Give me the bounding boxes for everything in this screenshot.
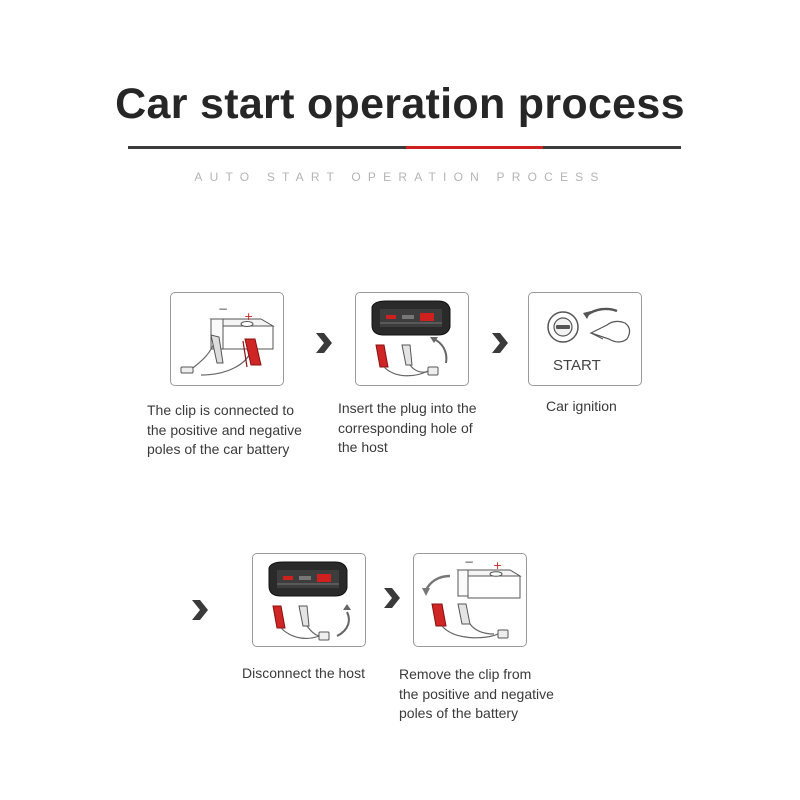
- next-arrow-icon: [316, 333, 332, 353]
- step-4-card: [252, 553, 366, 647]
- step-5-caption: Remove the clip from the positive and ne…: [399, 666, 554, 721]
- step-2-card: [355, 292, 469, 386]
- next-arrow-icon: [492, 333, 508, 353]
- jump-starter-unplug-icon: [268, 561, 351, 641]
- battery-clips-icon: + −: [180, 302, 275, 376]
- step-2-caption: Insert the plug into the corresponding h…: [338, 400, 477, 455]
- plus-sign-icon: +: [244, 310, 253, 323]
- minus-sign-icon: −: [218, 302, 228, 316]
- step-1-card: + −: [170, 292, 284, 386]
- next-arrow-icon: [384, 588, 400, 608]
- battery-remove-clips-icon: + −: [422, 555, 522, 639]
- title-divider-accent: [406, 146, 543, 149]
- minus-sign-icon: −: [464, 555, 474, 569]
- start-label: START: [553, 357, 601, 374]
- page-subtitle: AUTO START OPERATION PROCESS: [194, 170, 606, 184]
- plus-sign-icon: +: [493, 559, 502, 572]
- step-4-caption: Disconnect the host: [242, 665, 365, 681]
- step-5-card: + −: [413, 553, 527, 647]
- step-3-card: START: [528, 292, 642, 386]
- page-title: Car start operation process: [115, 80, 685, 128]
- jump-starter-plug-icon: [371, 300, 451, 377]
- step-3-caption: Car ignition: [546, 398, 617, 414]
- step-1-caption: The clip is connected to the positive an…: [147, 402, 302, 457]
- next-arrow-icon: [192, 600, 208, 620]
- title-divider: [128, 146, 681, 149]
- ignition-key-icon: START: [547, 307, 631, 374]
